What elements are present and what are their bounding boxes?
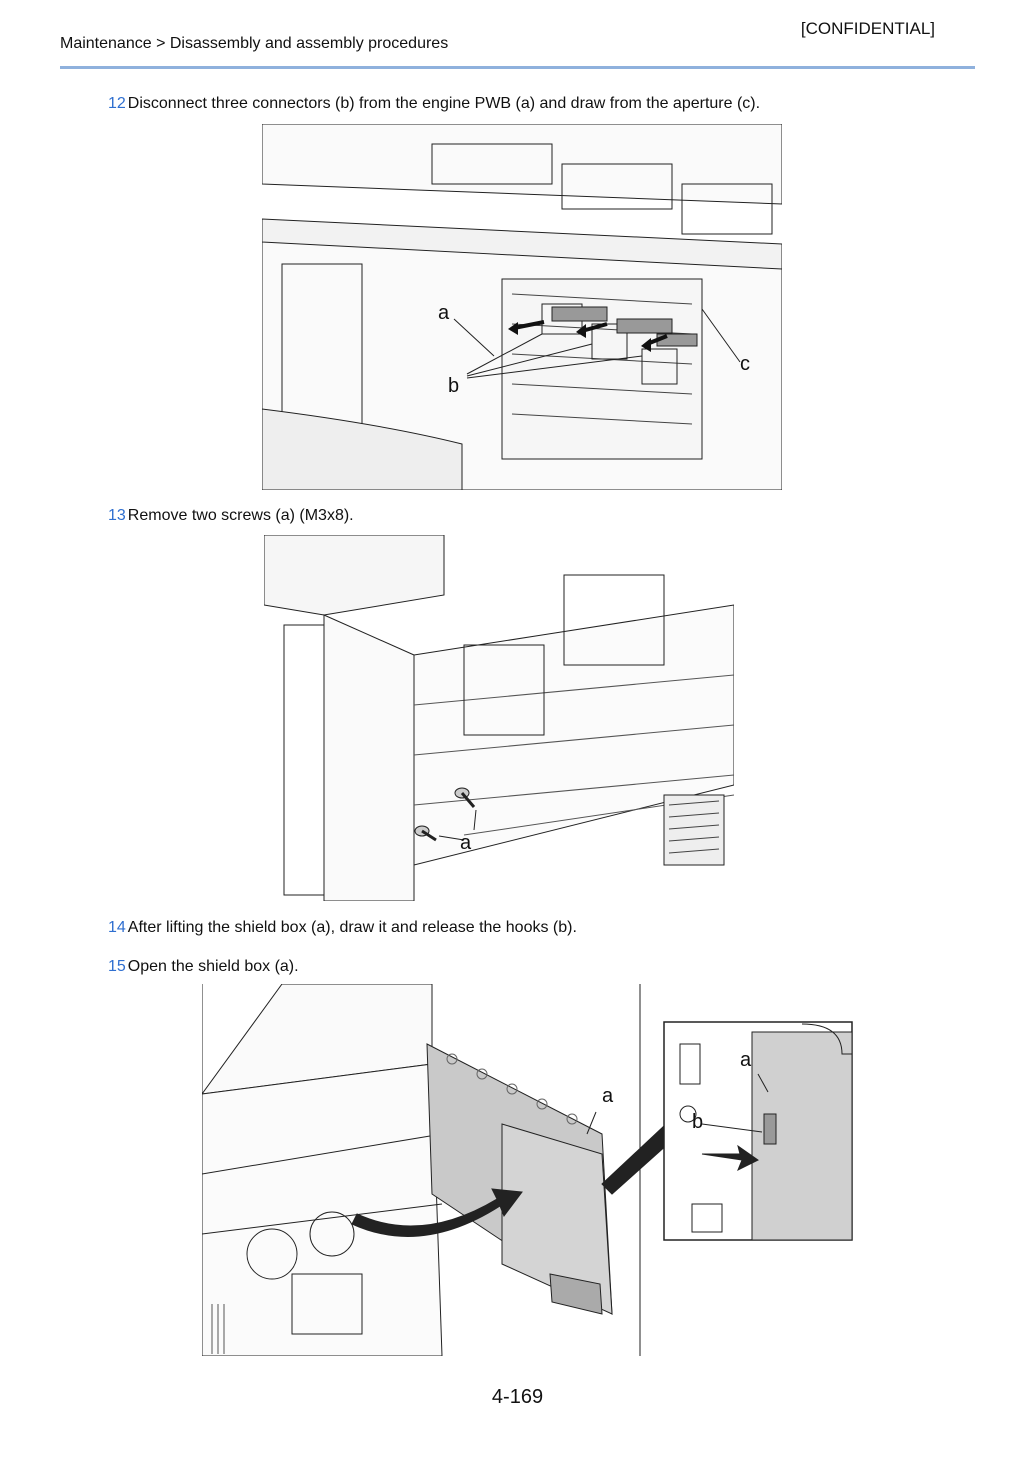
callout-a: a xyxy=(602,1085,614,1107)
page-number: 4-169 xyxy=(491,1386,544,1408)
callout-c: c xyxy=(740,353,750,375)
breadcrumb: Maintenance > Disassembly and assembly p… xyxy=(60,35,449,52)
step-text: Remove two screws (a) (M3x8). xyxy=(127,507,354,524)
step-number: 13 xyxy=(108,507,126,524)
step-text: After lifting the shield box (a), draw i… xyxy=(127,919,577,936)
figure-open-shield-box: a a b xyxy=(202,984,862,1356)
callout-a: a xyxy=(438,302,450,324)
callout-a: a xyxy=(460,832,472,854)
step-text: Open the shield box (a). xyxy=(127,958,299,975)
confidential-label: [CONFIDENTIAL] xyxy=(800,19,935,38)
step-number: 12 xyxy=(108,95,126,112)
step-text: Disconnect three connectors (b) from the… xyxy=(127,95,761,112)
step-number: 14 xyxy=(108,919,126,936)
header-rule xyxy=(60,66,975,69)
callout-b: b xyxy=(448,375,459,397)
step-number: 15 xyxy=(108,958,126,975)
figure-engine-pwb-connectors: a b c xyxy=(262,124,782,490)
callout-a-detail: a xyxy=(740,1049,752,1071)
figure-screws: a xyxy=(264,535,734,901)
callout-b-detail: b xyxy=(692,1111,703,1133)
